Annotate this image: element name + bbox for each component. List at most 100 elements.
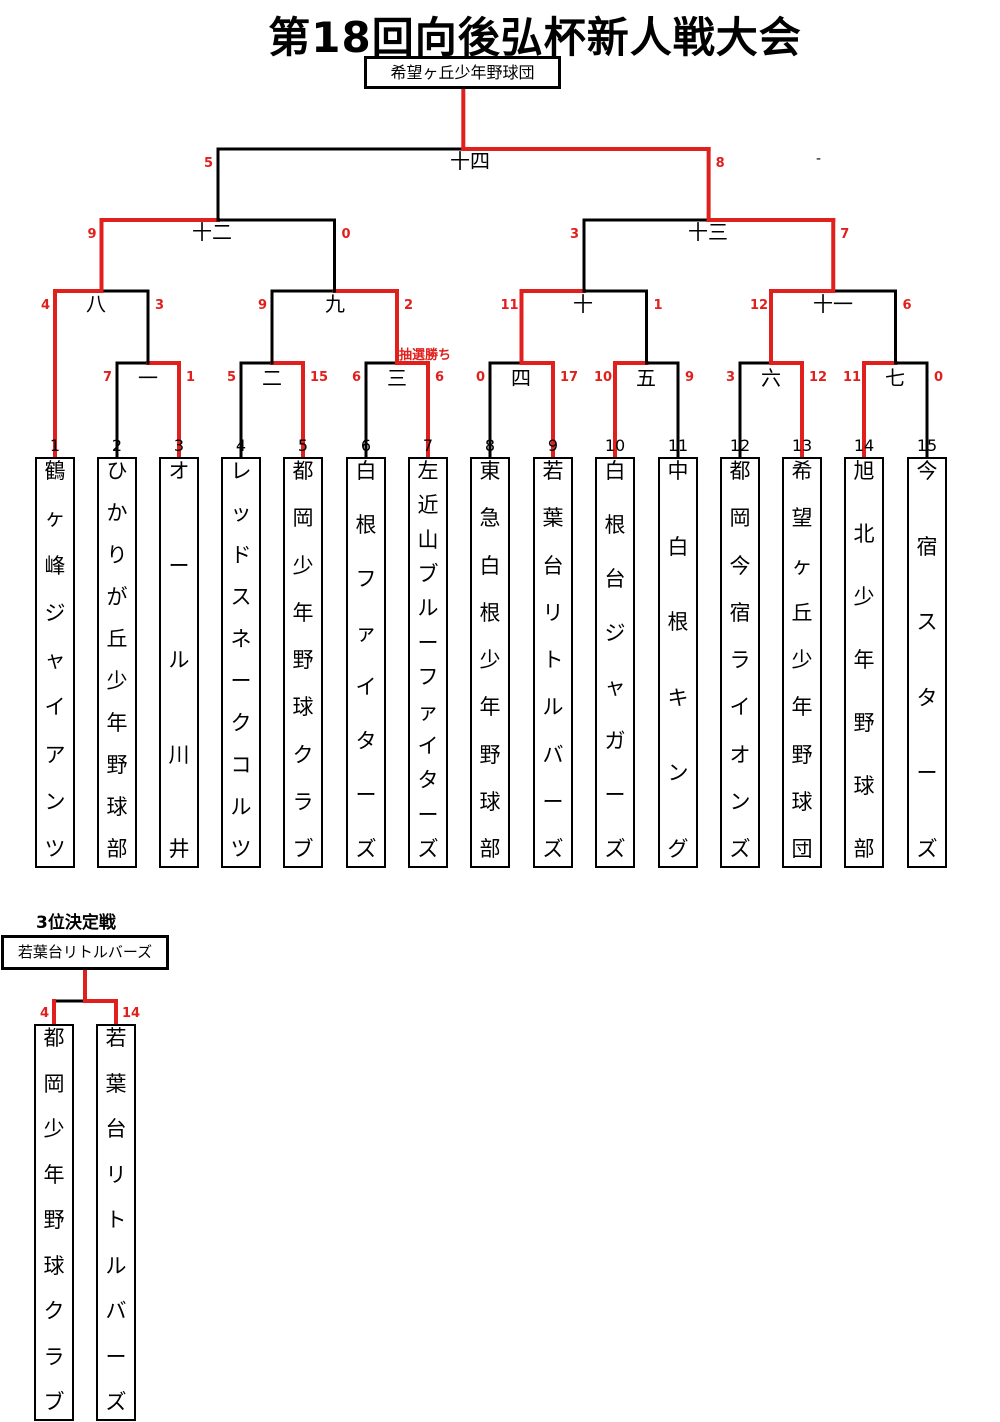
team-name: オール川井: [168, 459, 190, 861]
team-box: 中白根キング: [658, 457, 698, 868]
score-right: 1: [653, 298, 663, 313]
score-right: 9: [685, 370, 695, 385]
third-place-team-box: 若葉台リトルバーズ: [96, 1024, 136, 1421]
team-seed-number: 8: [484, 436, 496, 455]
team-box: 今宿スターズ: [907, 457, 947, 868]
score-right: 8: [715, 156, 725, 171]
score-right: 0: [341, 227, 351, 242]
team-box: 東急白根少年野球部: [470, 457, 510, 868]
team-name: 旭北少年野球部: [853, 459, 875, 861]
team-box: 旭北少年野球部: [844, 457, 884, 868]
team-seed-number: 1: [49, 436, 61, 455]
team-box: 白根ファイターズ: [346, 457, 386, 868]
team-name: 今宿スターズ: [916, 459, 938, 861]
match-label: 十三: [688, 220, 728, 244]
lottery-win-note: 抽選勝ち: [399, 348, 452, 363]
team-box: 希望ヶ丘少年野球団: [782, 457, 822, 868]
stray-mark: -: [816, 151, 822, 167]
score-right: 1: [186, 370, 196, 385]
team-box: 鶴ヶ峰ジャイアンツ: [35, 457, 75, 868]
team-seed-number: 13: [791, 436, 813, 455]
team-name: レッドスネークコルツ: [230, 459, 252, 861]
team-box: 左近山ブルーファイターズ: [408, 457, 448, 868]
score-left: 11: [500, 298, 519, 313]
team-name: 白根台ジャガーズ: [604, 459, 626, 861]
match-label: 十四: [450, 149, 490, 173]
score-left: 9: [258, 298, 268, 313]
score-left: 0: [476, 370, 486, 385]
team-name: ひかりが丘少年野球部: [106, 459, 128, 861]
score-left: 7: [103, 370, 113, 385]
team-box: 都岡少年野球クラブ: [283, 457, 323, 868]
score-right: 12: [809, 370, 828, 385]
match-label: 十一: [813, 292, 853, 316]
score-left: 6: [352, 370, 362, 385]
match-label: 十二: [192, 220, 232, 244]
match-label: 五: [636, 366, 656, 390]
match-label: 八: [86, 292, 106, 316]
score-left: 10: [594, 370, 613, 385]
score-left: 5: [227, 370, 237, 385]
team-seed-number: 11: [667, 436, 689, 455]
page-title: 第18回向後弘杯新人戦大会: [268, 13, 802, 62]
team-name: 左近山ブルーファイターズ: [417, 459, 439, 861]
team-seed-number: 4: [235, 436, 247, 455]
third-place-title: 3位決定戦: [36, 913, 116, 933]
score-right: 0: [934, 370, 944, 385]
match-label: 十: [573, 292, 593, 316]
team-name: 都岡今宿ライオンズ: [729, 459, 751, 861]
match-label: 七: [885, 366, 905, 390]
team-box: ひかりが丘少年野球部: [97, 457, 137, 868]
score-right: 3: [155, 298, 165, 313]
team-name: 都岡少年野球クラブ: [43, 1026, 65, 1414]
match-label: 二: [262, 366, 282, 390]
team-name: 若葉台リトルバーズ: [542, 459, 564, 861]
score-left: 9: [87, 227, 97, 242]
team-seed-number: 15: [916, 436, 938, 455]
third-score-right: 14: [122, 1006, 141, 1021]
team-seed-number: 12: [729, 436, 751, 455]
third-place-team-box: 都岡少年野球クラブ: [34, 1024, 74, 1421]
match-label: 六: [761, 366, 781, 390]
score-left: 5: [204, 156, 214, 171]
third-score-left: 4: [40, 1006, 50, 1021]
match-label: 四: [511, 366, 531, 390]
score-left: 11: [843, 370, 862, 385]
team-seed-number: 5: [297, 436, 309, 455]
match-label: 一: [138, 366, 158, 390]
score-left: 12: [750, 298, 769, 313]
team-seed-number: 9: [547, 436, 559, 455]
team-seed-number: 10: [604, 436, 626, 455]
match-label: 三: [387, 366, 407, 390]
team-box: オール川井: [159, 457, 199, 868]
score-right: 15: [310, 370, 329, 385]
score-right: 6: [435, 370, 445, 385]
team-seed-number: 7: [422, 436, 434, 455]
score-right: 2: [404, 298, 414, 313]
team-box: 都岡今宿ライオンズ: [720, 457, 760, 868]
team-name: 若葉台リトルバーズ: [105, 1026, 127, 1414]
team-name: 白根ファイターズ: [355, 459, 377, 861]
team-name: 東急白根少年野球部: [479, 459, 501, 861]
team-seed-number: 2: [111, 436, 123, 455]
team-seed-number: 6: [360, 436, 372, 455]
score-right: 6: [902, 298, 912, 313]
team-name: 都岡少年野球クラブ: [292, 459, 314, 861]
score-left: 4: [41, 298, 51, 313]
third-place-winner-box: 若葉台リトルバーズ: [1, 935, 169, 970]
team-seed-number: 3: [173, 436, 185, 455]
team-name: 希望ヶ丘少年野球団: [791, 459, 813, 861]
match-label: 九: [325, 292, 345, 316]
team-box: レッドスネークコルツ: [221, 457, 261, 868]
score-right: 7: [840, 227, 850, 242]
score-left: 3: [726, 370, 736, 385]
team-name: 中白根キング: [667, 459, 689, 861]
score-left: 3: [570, 227, 580, 242]
team-box: 白根台ジャガーズ: [595, 457, 635, 868]
team-name: 鶴ヶ峰ジャイアンツ: [44, 459, 66, 861]
champion-box: 希望ヶ丘少年野球団: [364, 56, 561, 89]
team-box: 若葉台リトルバーズ: [533, 457, 573, 868]
team-seed-number: 14: [853, 436, 875, 455]
score-right: 17: [560, 370, 579, 385]
